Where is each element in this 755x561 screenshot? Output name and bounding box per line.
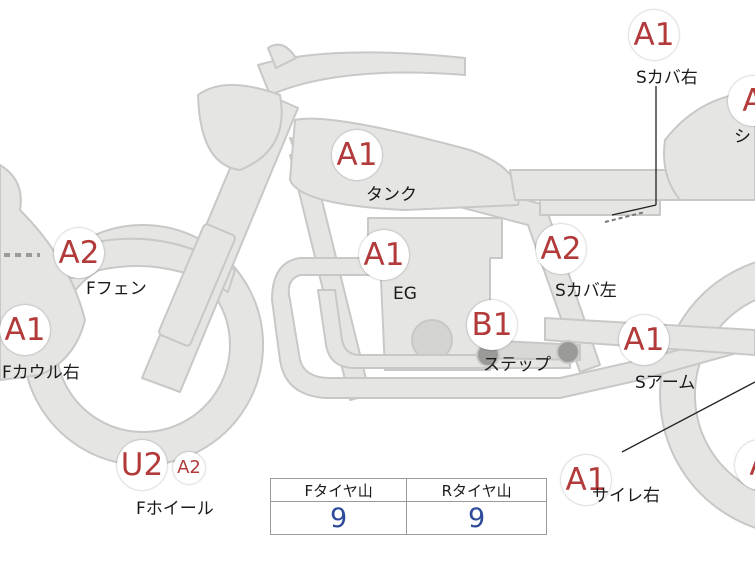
grade-badge-scover-right: A1 xyxy=(629,10,679,60)
leader-line-scover-right-2 xyxy=(611,204,657,216)
handlebar-shape xyxy=(257,51,466,96)
grade-text: A xyxy=(742,82,755,119)
grade-badge-tank: A1 xyxy=(332,130,382,180)
front-tire-value: 9 xyxy=(269,501,408,535)
part-label-seat: シ xyxy=(734,127,751,147)
grade-text: U2 xyxy=(120,446,164,483)
part-label-swing-arm: Sアーム xyxy=(635,373,696,393)
grade-badge-engine: A1 xyxy=(359,230,409,280)
grade-text: A xyxy=(749,449,755,481)
grade-badge-rear-edge: A xyxy=(735,440,755,490)
part-label-step: ステップ xyxy=(483,355,551,375)
part-label-engine: EG xyxy=(393,284,417,304)
grade-badge-step: B1 xyxy=(467,300,517,350)
fork-bracket-shape xyxy=(158,223,236,347)
grade-text: A2 xyxy=(177,457,201,478)
grade-text: A1 xyxy=(336,136,378,173)
grade-badge-swing-arm: A1 xyxy=(619,315,669,365)
grade-badge-scover-left: A2 xyxy=(536,224,586,274)
part-label-scover-left: Sカバ左 xyxy=(555,281,617,301)
grade-text: A1 xyxy=(623,321,665,358)
grade-badge-front-fender: A2 xyxy=(54,228,104,278)
part-label-front-fender: Fフェン xyxy=(86,279,147,299)
grade-text: A1 xyxy=(4,311,46,348)
seat-shape xyxy=(663,91,755,201)
rear-wheel-shape xyxy=(659,261,755,529)
leader-line-silencer xyxy=(621,381,755,453)
grade-badge-silencer-right: A1 xyxy=(561,455,611,505)
mirror-shape xyxy=(267,43,297,69)
rear-tire-value: 9 xyxy=(406,501,547,535)
part-label-silencer-right: サイレ右 xyxy=(592,486,660,506)
part-label-front-cowl-right: Fカウル右 xyxy=(2,363,80,383)
grade-badge-front-wheel: U2 xyxy=(117,440,167,490)
grade-text: A2 xyxy=(58,234,100,271)
part-label-front-wheel: Fホイール xyxy=(136,499,214,519)
part-label-scover-right: Sカバ右 xyxy=(636,68,698,88)
grade-text: A1 xyxy=(565,461,607,498)
part-label-tank: タンク xyxy=(366,185,417,205)
grade-text: A2 xyxy=(540,230,582,267)
front-tire-header: Fタイヤ山 xyxy=(269,478,408,502)
tire-tread-table: Fタイヤ山 Rタイヤ山 9 9 xyxy=(269,478,547,535)
seat-base-shape xyxy=(509,169,681,201)
grade-badge-front-cowl-right: A1 xyxy=(0,305,50,355)
rear-tire-header: Rタイヤ山 xyxy=(406,478,547,502)
grade-text: A1 xyxy=(633,16,675,53)
step-peg-shape-2 xyxy=(556,340,580,364)
grade-text: A1 xyxy=(363,236,405,273)
grade-badge-front-wheel-2: A2 xyxy=(173,452,205,484)
grade-text: B1 xyxy=(471,306,513,343)
headlight-shape xyxy=(197,84,283,171)
